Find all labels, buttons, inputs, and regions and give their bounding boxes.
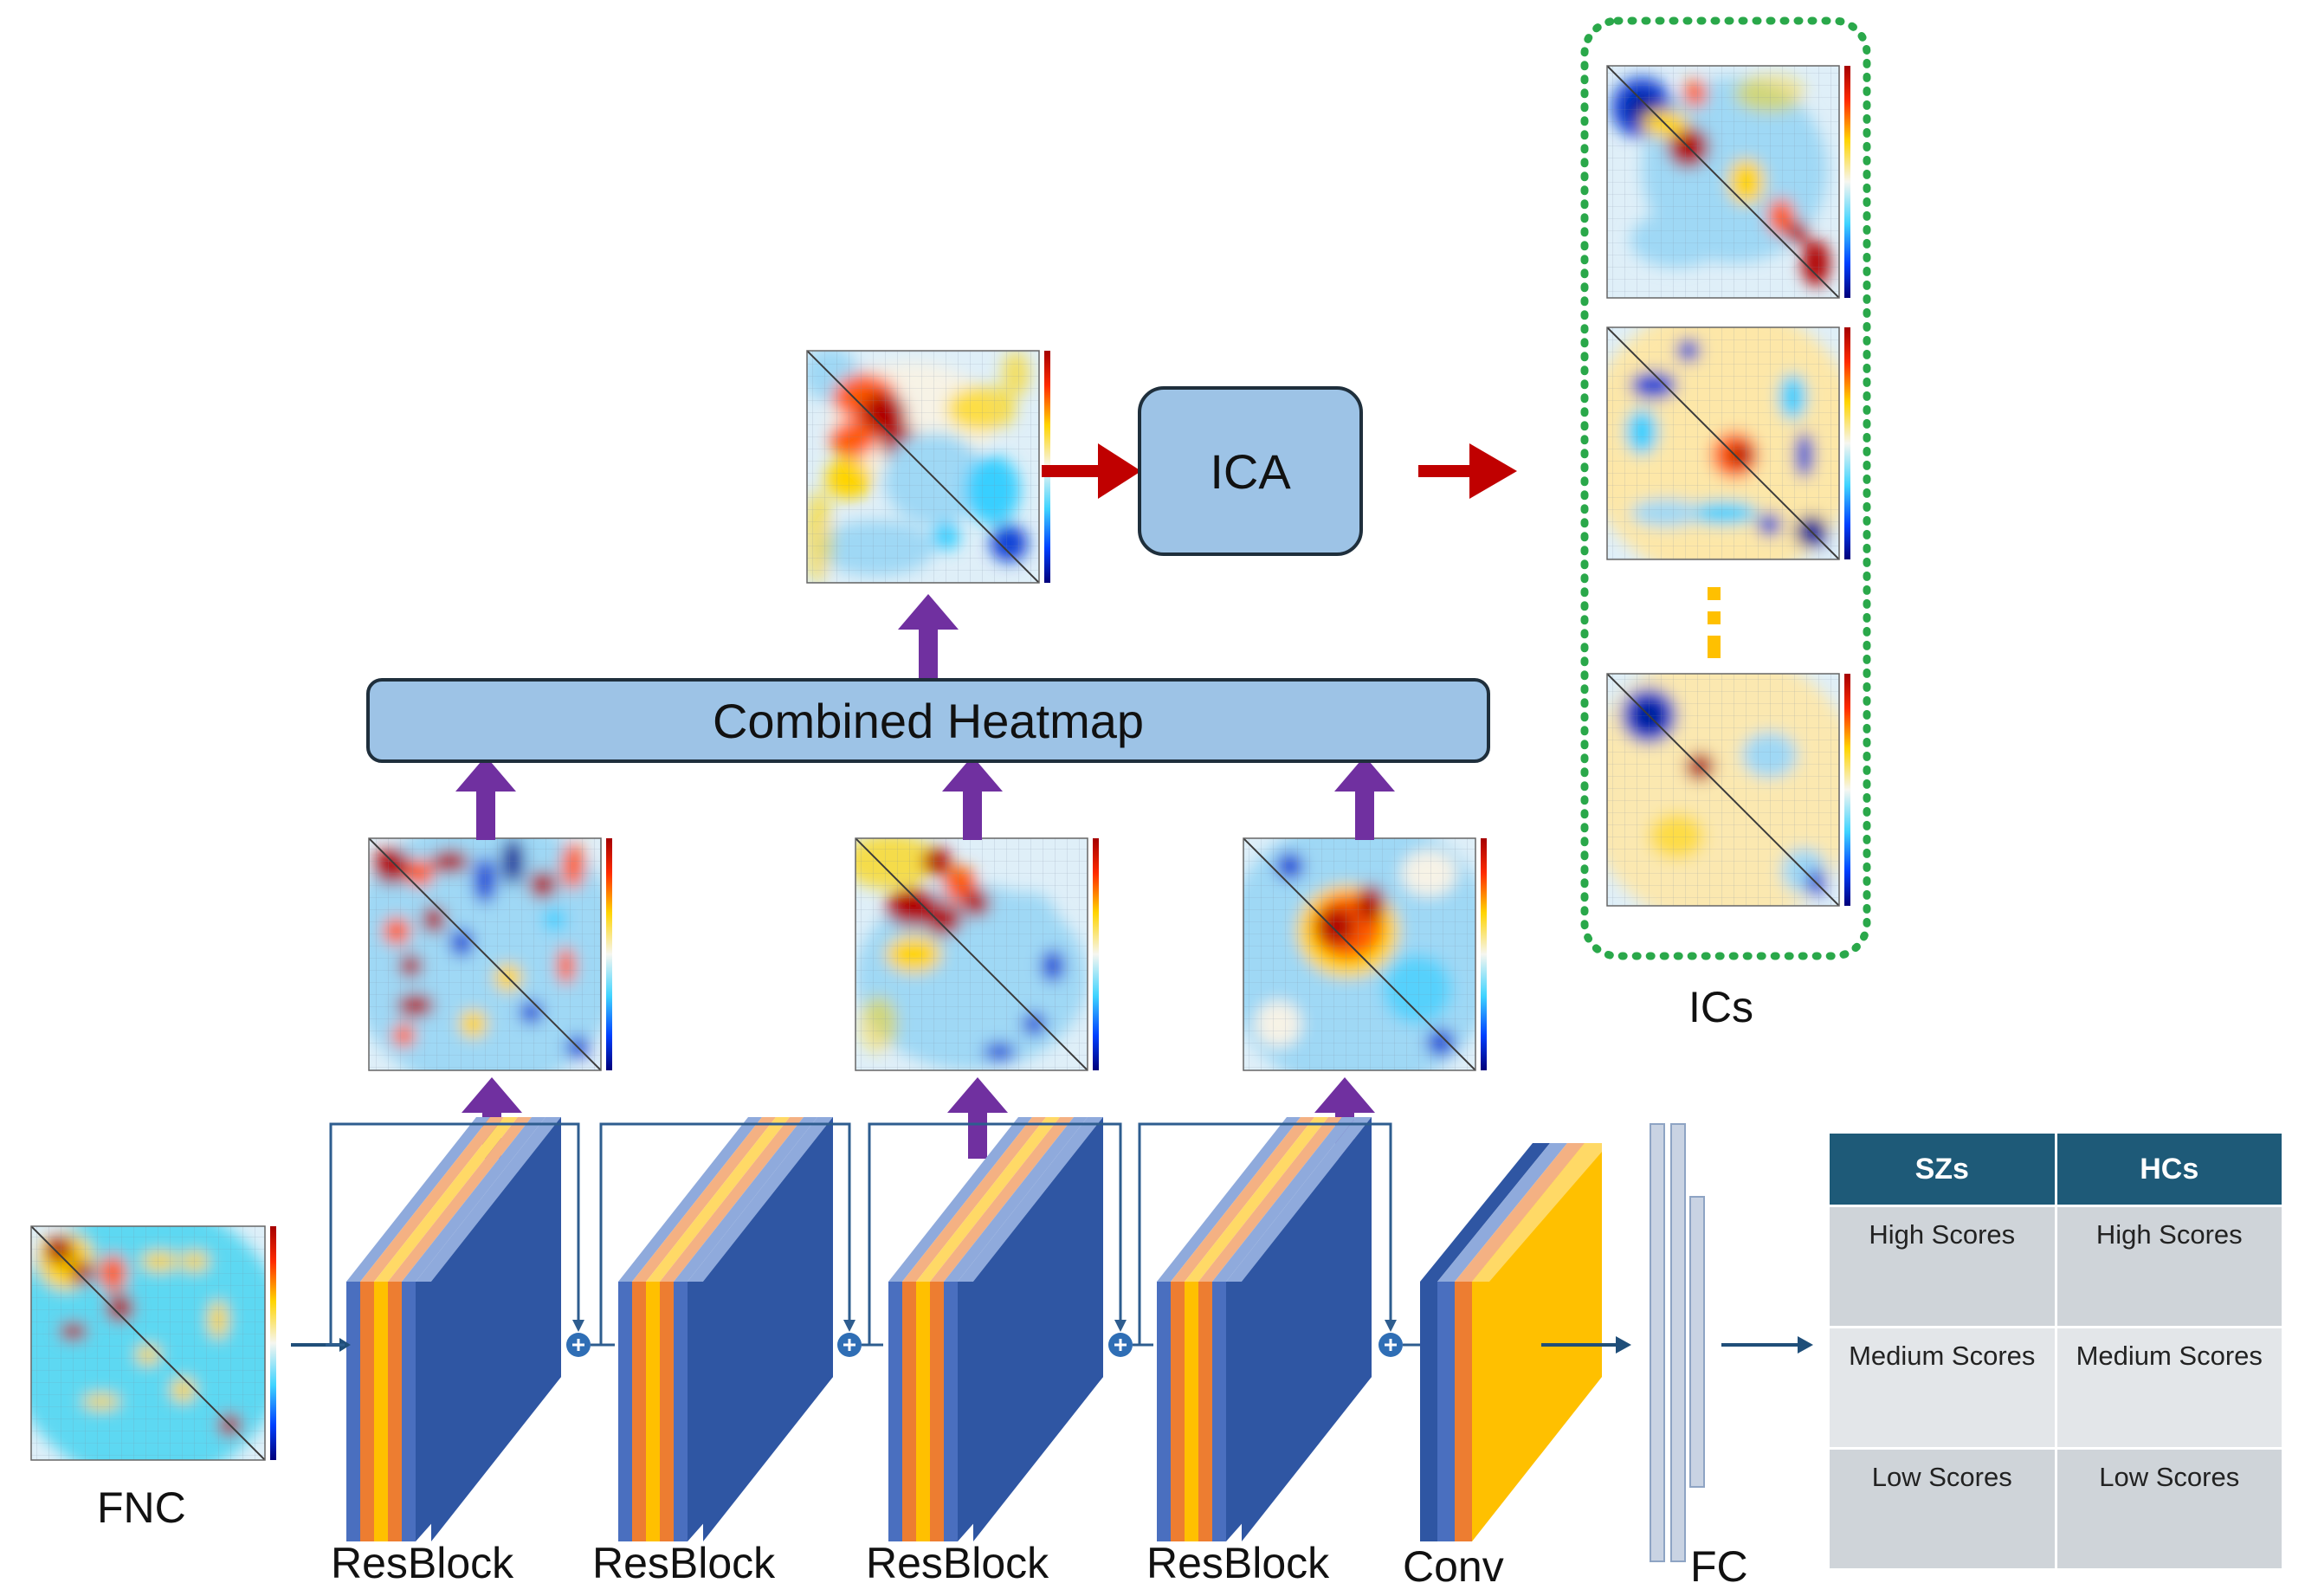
ics-label: ICs <box>1688 983 1753 1031</box>
heatmap-blobs <box>1607 327 1839 559</box>
fc-layer <box>1650 1123 1705 1562</box>
colorbar <box>270 1226 276 1460</box>
table-row: Low Scores Low Scores <box>1827 1447 2284 1571</box>
score-table: SZs HCs High Scores High Scores Medium S… <box>1827 1131 2284 1571</box>
ica-label: ICA <box>1210 443 1291 499</box>
heatmap-blobs <box>1243 838 1475 1070</box>
heatmap-blobs <box>1607 674 1839 906</box>
fnc-label: FNC <box>97 1483 186 1532</box>
resblock <box>618 1117 833 1541</box>
resblock-3-label: ResBlock <box>866 1539 1049 1587</box>
colorbar <box>1844 674 1850 906</box>
resblock-3-heatmap <box>855 837 1099 1071</box>
resblock-1-heatmap <box>368 837 612 1071</box>
resblock-1-label: ResBlock <box>331 1539 514 1587</box>
table-cell: Medium Scores <box>2054 1326 2284 1450</box>
table-cell: High Scores <box>2054 1205 2284 1328</box>
conv-label: Conv <box>1403 1542 1504 1591</box>
heatmap-blobs <box>31 1226 265 1460</box>
heatmap-blobs <box>1607 66 1839 298</box>
colorbar <box>1481 838 1487 1070</box>
ic-1-heatmap <box>1606 65 1850 299</box>
arrow-to-ica <box>1042 443 1141 499</box>
resblock-4-label: ResBlock <box>1146 1539 1330 1587</box>
resblock-2-label: ResBlock <box>592 1539 776 1587</box>
heatmap-blobs <box>807 351 1039 583</box>
conv-block <box>1420 1143 1602 1541</box>
colorbar <box>1093 838 1099 1070</box>
ic-2-heatmap <box>1606 326 1850 560</box>
ellipsis-icon <box>1708 587 1721 658</box>
combined-heatmap-image <box>806 350 1050 584</box>
heatmap-blobs <box>369 838 601 1070</box>
table-cell: Low Scores <box>2054 1447 2284 1571</box>
fc-label: FC <box>1690 1542 1748 1591</box>
colorbar <box>1844 66 1850 298</box>
resblock <box>1157 1117 1372 1541</box>
heatmap-blobs <box>855 838 1088 1070</box>
ics-dotted-group <box>1580 16 1871 960</box>
colorbar <box>1844 327 1850 559</box>
resblock-4-heatmap <box>1243 837 1487 1071</box>
ic-3-heatmap <box>1606 673 1850 907</box>
combined-heatmap-label: Combined Heatmap <box>712 693 1145 748</box>
resblock-stack <box>346 1117 1372 1541</box>
skip-connection <box>326 1122 608 1357</box>
table-row: Medium Scores Medium Scores <box>1827 1326 2284 1450</box>
table-row: High Scores High Scores <box>1827 1205 2284 1328</box>
resblock <box>346 1117 561 1541</box>
colorbar <box>606 838 612 1070</box>
skip-connection <box>1134 1122 1420 1357</box>
add-node-icon <box>1378 1333 1403 1357</box>
add-node-icon <box>566 1333 591 1357</box>
combined-heatmap-box: Combined Heatmap <box>366 678 1490 763</box>
flow-arrows <box>291 1336 1813 1354</box>
arrow-to-ics <box>1418 443 1517 499</box>
add-node-icon <box>837 1333 862 1357</box>
table-cell: High Scores <box>1827 1205 2057 1328</box>
table-cell: Low Scores <box>1827 1447 2057 1571</box>
header-szs: SZs <box>1827 1131 2057 1207</box>
ica-box: ICA <box>1138 386 1363 556</box>
fnc-heatmap <box>30 1225 276 1461</box>
skip-connections <box>326 1122 1420 1357</box>
add-node-icon <box>1108 1333 1133 1357</box>
resblock <box>888 1117 1103 1541</box>
table-cell: Medium Scores <box>1827 1326 2057 1450</box>
header-hcs: HCs <box>2054 1131 2284 1207</box>
